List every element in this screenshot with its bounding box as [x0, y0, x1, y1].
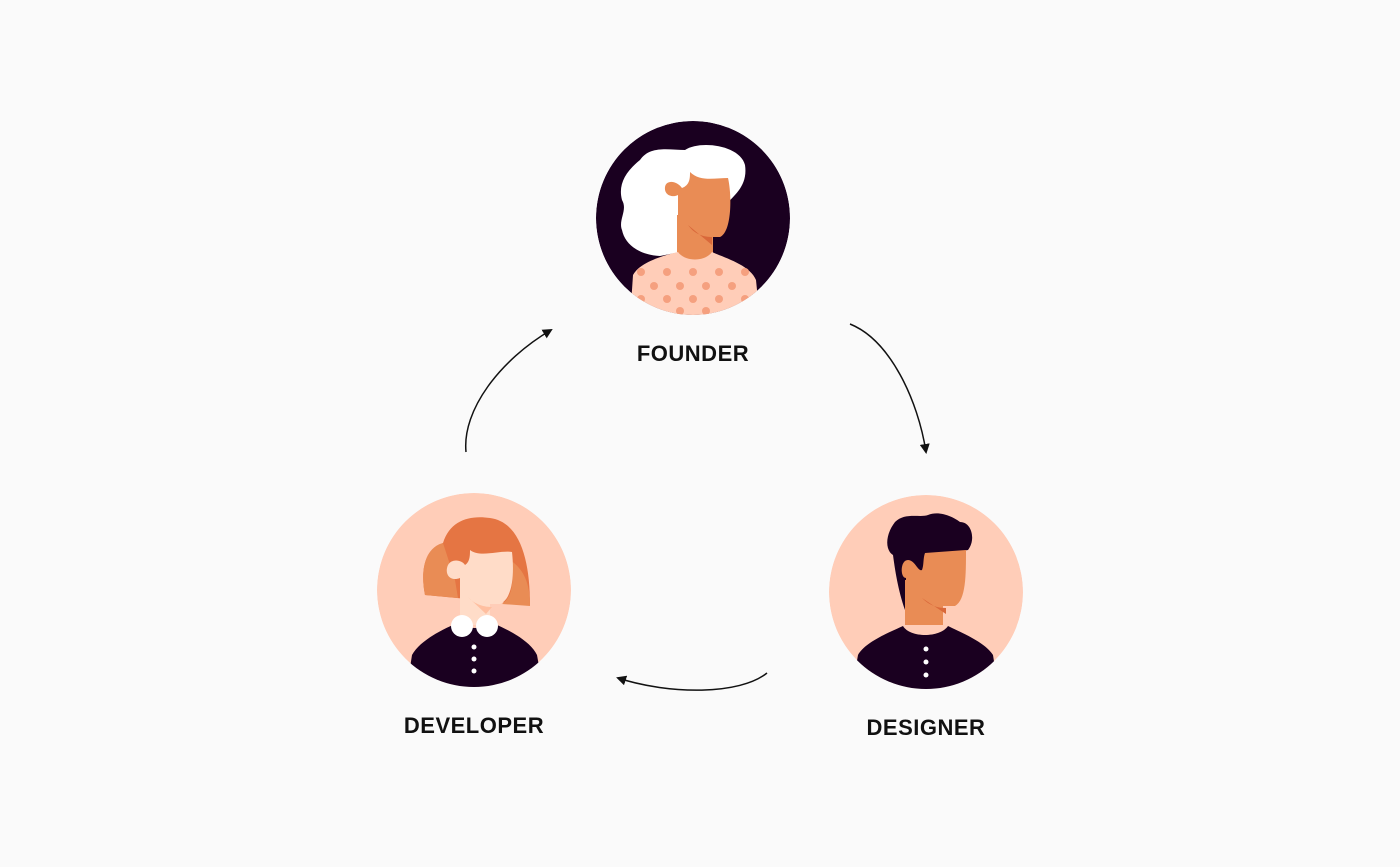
founder-label: FOUNDER: [636, 341, 750, 366]
founder-avatar: [596, 121, 790, 315]
arrow-designer-to-developer: [616, 672, 768, 691]
polka-dots: [637, 268, 749, 315]
arrow-founder-to-designer: [849, 323, 930, 454]
developer-label: DEVELOPER: [403, 713, 545, 738]
designer-avatar: [829, 495, 1023, 689]
developer-avatar: [377, 493, 571, 687]
arrow-developer-to-founder: [465, 328, 553, 453]
designer-label: DESIGNER: [866, 715, 986, 740]
